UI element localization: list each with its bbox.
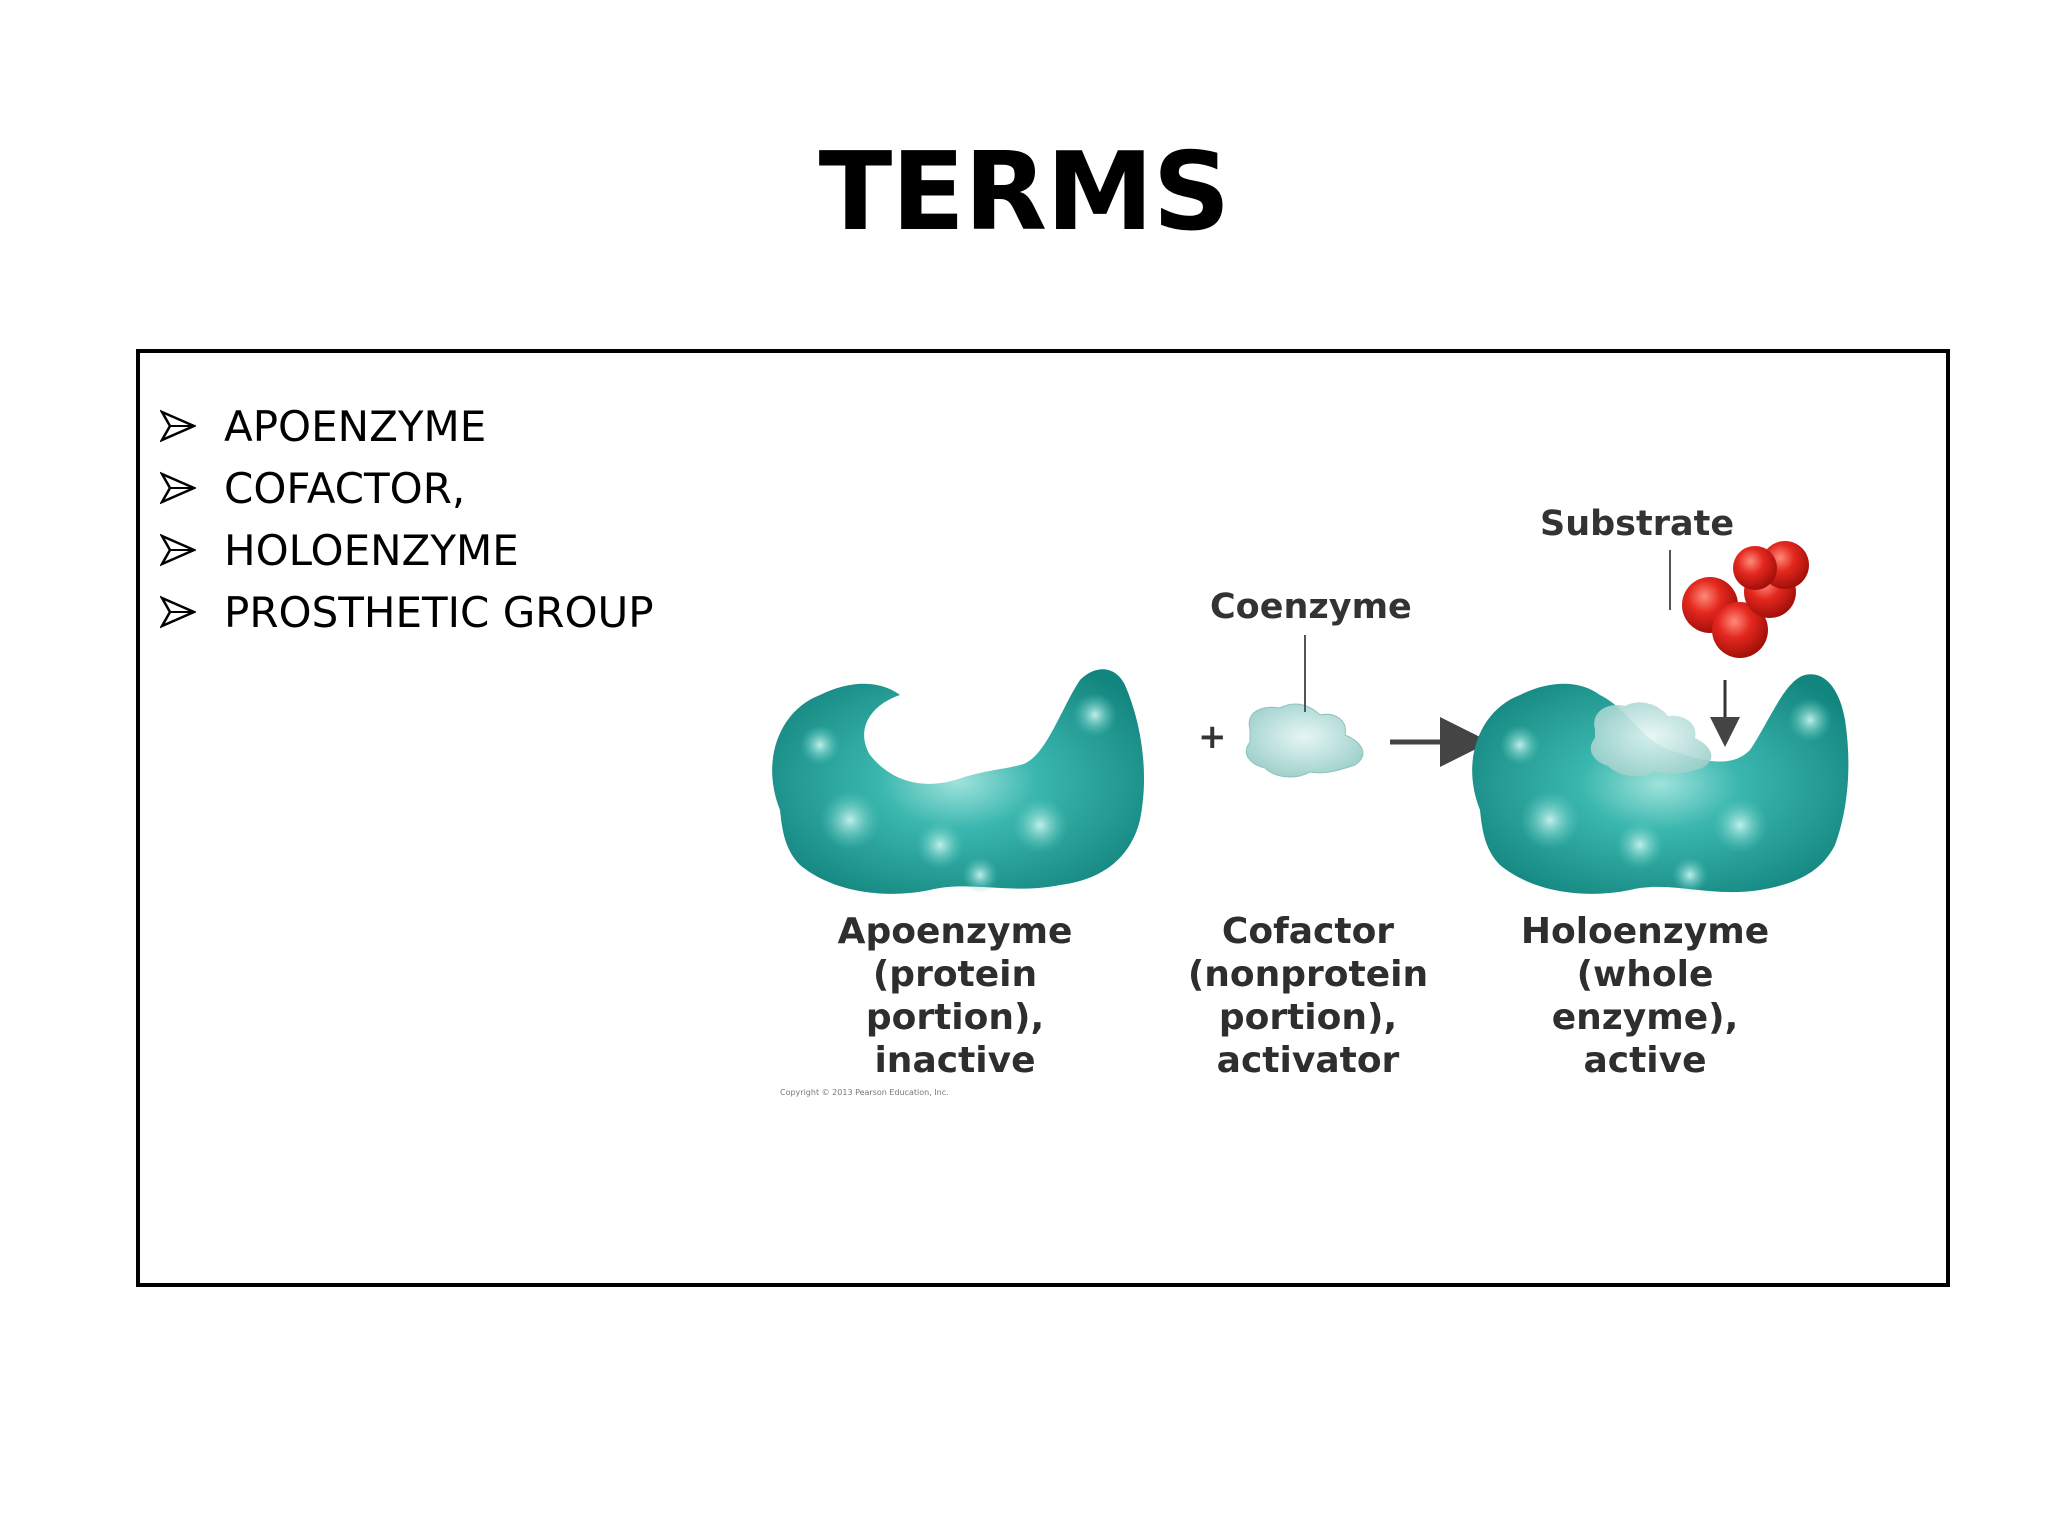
slide-title: TERMS: [818, 130, 1231, 255]
substrate-label: Substrate: [1540, 504, 1735, 544]
arrow-bullet-icon: [160, 409, 196, 443]
caption-line: (whole: [1576, 954, 1714, 995]
caption-line: activator: [1216, 1040, 1400, 1081]
term-label: APOENZYME: [224, 401, 487, 451]
enzyme-diagram-art: +: [772, 541, 1849, 894]
caption-line: Holoenzyme: [1520, 911, 1770, 952]
term-label: PROSTHETIC GROUP: [224, 587, 654, 637]
caption-line: portion),: [865, 997, 1045, 1038]
caption-line: active: [1583, 1040, 1707, 1081]
caption-line: Apoenzyme: [837, 911, 1073, 952]
cofactor-shape: [1245, 635, 1364, 778]
term-label: COFACTOR,: [224, 463, 466, 513]
list-item: COFACTOR,: [160, 457, 654, 519]
holoenzyme-shape: [1472, 674, 1849, 894]
list-item: HOLOENZYME: [160, 519, 654, 581]
term-list: APOENZYME COFACTOR, HOLOENZYME PROSTHETI…: [160, 395, 654, 643]
caption-line: (protein: [872, 954, 1038, 995]
list-item: PROSTHETIC GROUP: [160, 581, 654, 643]
cofactor-caption: Cofactor (nonprotein portion), activator: [1158, 910, 1458, 1082]
caption-line: Cofactor: [1221, 911, 1395, 952]
copyright-notice: Copyright © 2013 Pearson Education, Inc.: [780, 1088, 949, 1097]
caption-line: inactive: [874, 1040, 1036, 1081]
substrate-shape: [1669, 541, 1809, 747]
arrow-bullet-icon: [160, 471, 196, 505]
caption-line: enzyme),: [1551, 997, 1739, 1038]
arrow-bullet-icon: [160, 533, 196, 567]
caption-line: (nonprotein: [1187, 954, 1429, 995]
apoenzyme-shape: [772, 669, 1145, 894]
term-label: HOLOENZYME: [224, 525, 519, 575]
arrow-bullet-icon: [160, 595, 196, 629]
caption-line: portion),: [1218, 997, 1398, 1038]
plus-sign: +: [1198, 717, 1227, 757]
list-item: APOENZYME: [160, 395, 654, 457]
coenzyme-label: Coenzyme: [1210, 587, 1412, 627]
apoenzyme-caption: Apoenzyme (protein portion), inactive: [805, 910, 1105, 1082]
holoenzyme-caption: Holoenzyme (whole enzyme), active: [1495, 910, 1795, 1082]
enzyme-diagram: + Substra: [740, 480, 1900, 1120]
